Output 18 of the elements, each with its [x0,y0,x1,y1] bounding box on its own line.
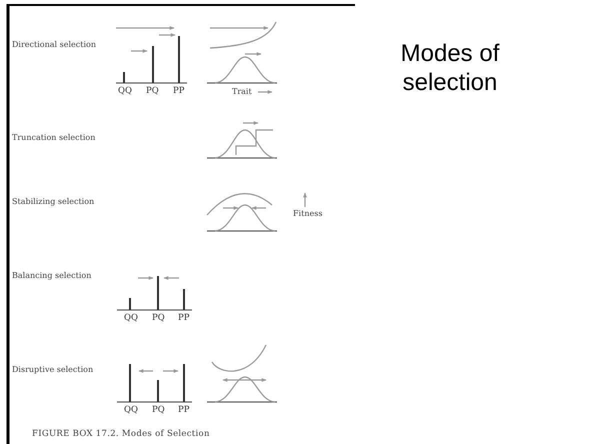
axis-label: Fitness [293,210,322,218]
genotype-label: PP [178,314,190,322]
genotype-label: PP [173,87,184,96]
genotype-label: QQ [124,406,138,414]
genotype-label: PP [178,406,190,414]
row-label: Balancing selection [12,272,92,280]
genotype-label: QQ [124,314,138,322]
genotype-label: PQ [152,406,165,414]
genotype-label: PQ [152,314,165,322]
row-label: Stabilizing selection [12,198,94,206]
genotype-label: PQ [146,87,159,96]
row-label: Directional selection [12,41,96,49]
axis-label: Trait [232,88,252,96]
slide-title: Modes of selection [400,40,500,98]
genotype-label: QQ [118,87,132,96]
figure-caption: FIGURE BOX 17.2. Modes of Selection [32,429,210,439]
row-label: Disruptive selection [12,366,94,374]
row-label: Truncation selection [12,134,96,142]
